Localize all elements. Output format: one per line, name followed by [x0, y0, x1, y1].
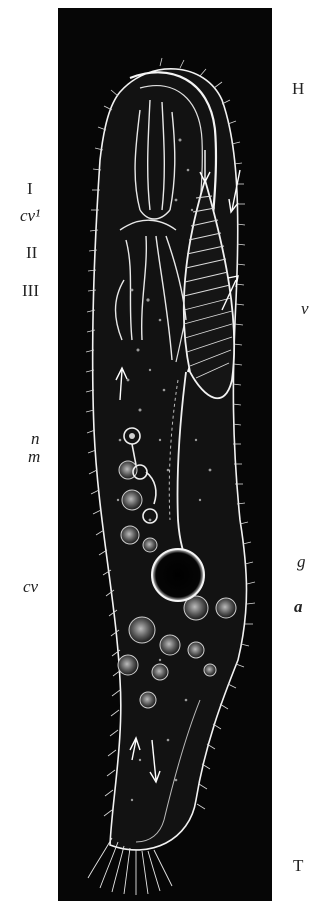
label-III: III	[22, 282, 39, 299]
label-II: II	[26, 244, 37, 261]
label-cv1: cv¹	[20, 207, 40, 224]
label-m: m	[28, 448, 40, 465]
label-I: I	[27, 180, 33, 197]
label-n: n	[31, 430, 40, 447]
label-T: T	[293, 857, 303, 874]
label-g: g	[297, 553, 306, 570]
label-v: v	[301, 300, 309, 317]
label-H: H	[292, 80, 304, 97]
contractile-vacuole	[152, 549, 204, 601]
label-cv: cv	[23, 578, 38, 595]
label-a: a	[294, 598, 303, 615]
